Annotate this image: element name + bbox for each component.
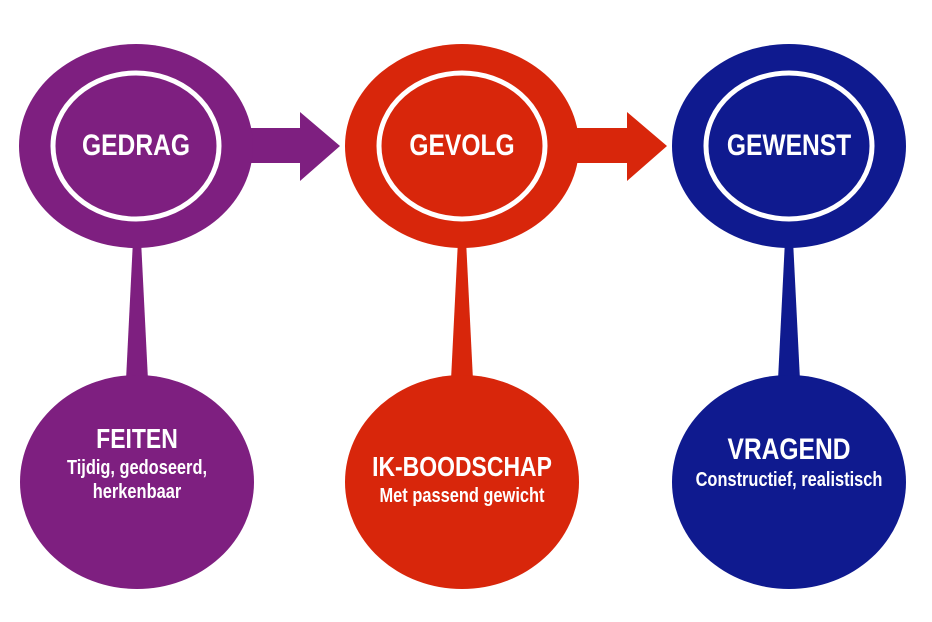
detail-title: VRAGEND	[727, 433, 851, 466]
node-gedrag-ring	[50, 70, 222, 222]
connector-stem-gevolg	[451, 240, 473, 380]
node-label-gewenst: GEWENST	[726, 129, 852, 162]
detail-subtitle: Constructief, realistisch	[695, 469, 883, 491]
arrow-gedrag-to-gevolg	[245, 112, 340, 181]
connector-stem-gedrag	[126, 240, 148, 380]
detail-text-feiten: FEITEN Tijdig, gedoseerd, herkenbaar	[67, 422, 207, 504]
detail-subtitle: Met passend gewicht	[379, 484, 545, 507]
detail-title: FEITEN	[96, 423, 178, 454]
detail-ik-boodschap	[345, 375, 579, 589]
detail-subtitle: Tijdig, gedoseerd,	[66, 456, 208, 479]
connector-stem-gewenst	[778, 240, 800, 380]
detail-title: IK-BOODSCHAP	[372, 451, 552, 482]
node-gevolg-ring	[376, 70, 548, 222]
detail-feiten	[20, 375, 254, 589]
node-label-gedrag: GEDRAG	[82, 129, 190, 162]
detail-text-vragend: VRAGEND Constructief, realistisch	[696, 432, 883, 492]
detail-text-ik-boodschap: IK-BOODSCHAP Met passend gewicht	[372, 450, 552, 508]
node-label-gevolg: GEVOLG	[409, 129, 515, 162]
arrow-gevolg-to-gewenst	[570, 112, 667, 181]
detail-vragend	[672, 375, 906, 589]
detail-subtitle: herkenbaar	[92, 480, 182, 503]
node-gewenst-ring	[703, 70, 875, 222]
